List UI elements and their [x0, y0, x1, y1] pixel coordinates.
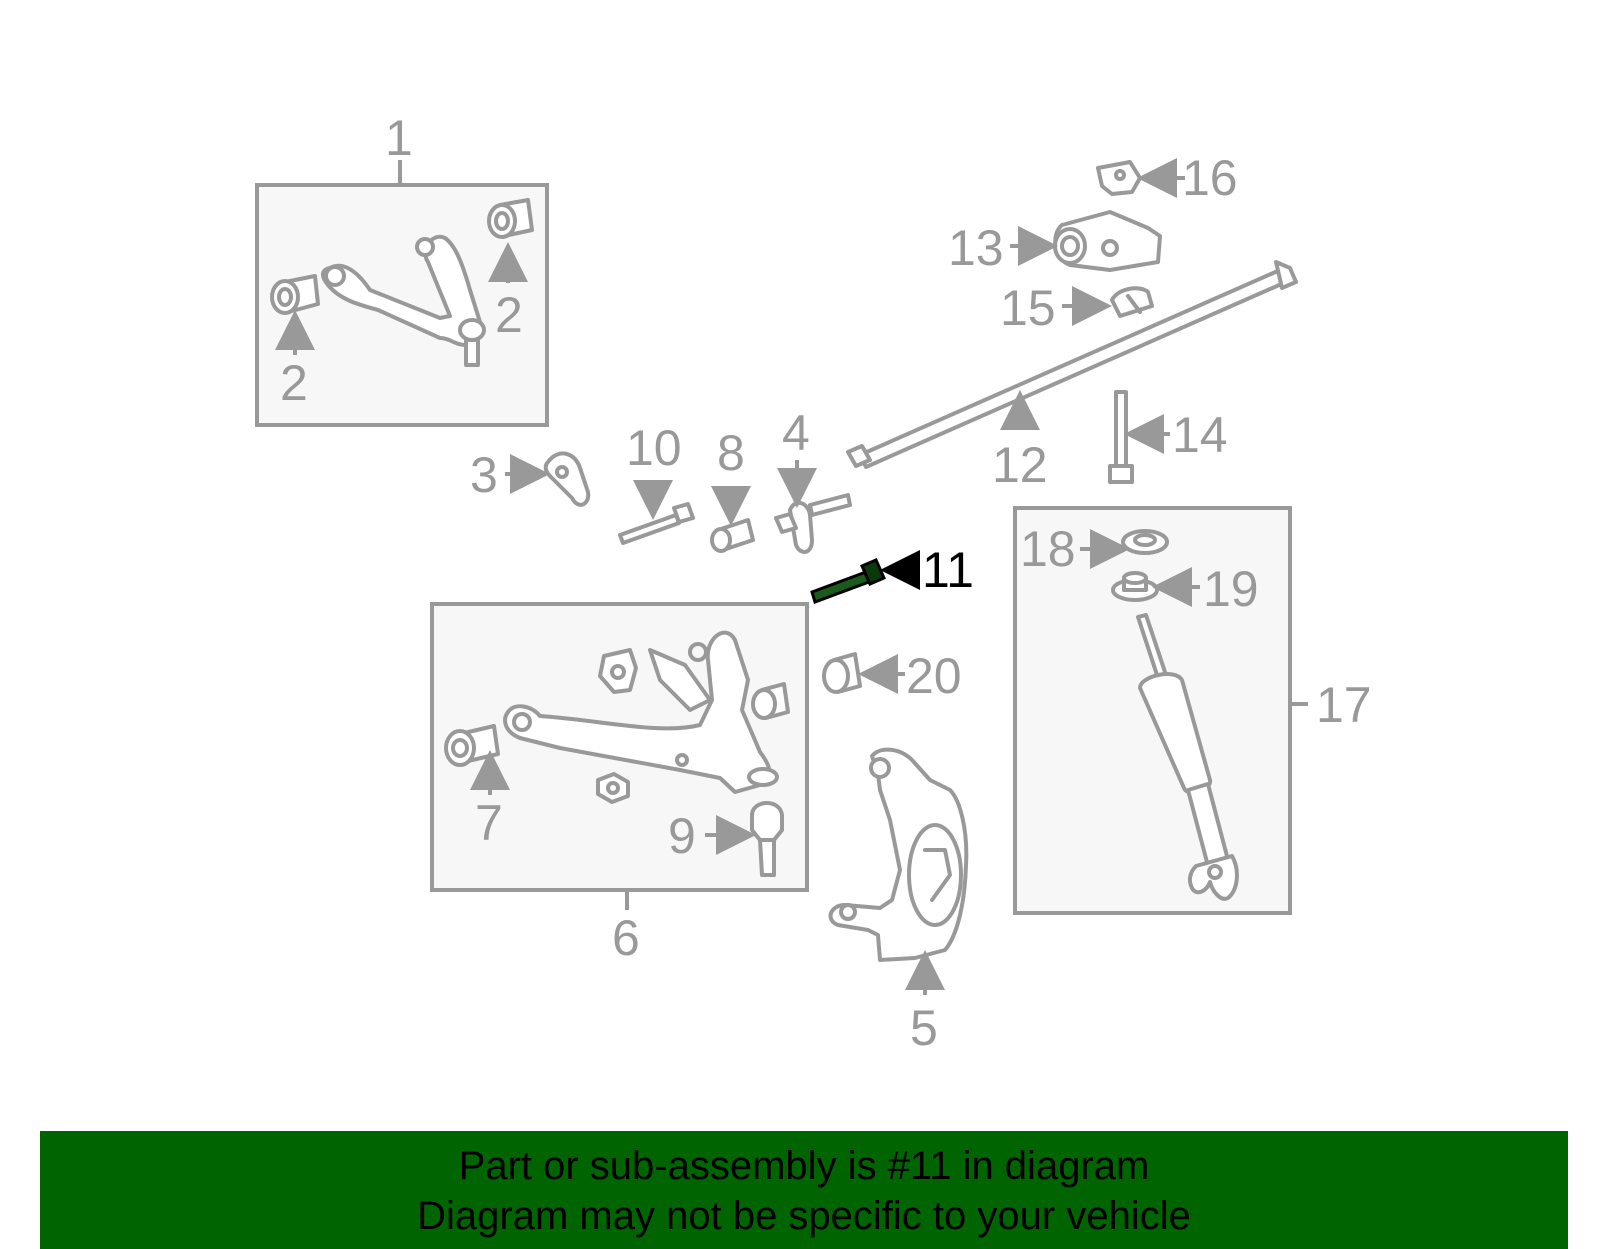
callout-8: 8 [717, 425, 745, 481]
callout-2-left: 2 [280, 355, 308, 411]
shock-absorber-part [1136, 613, 1239, 901]
bushing-right-part [487, 198, 534, 239]
callout-6: 6 [612, 910, 640, 966]
callout-16: 16 [1182, 150, 1238, 206]
shock-absorber-group [1013, 506, 1308, 915]
callout-11: 11 [922, 542, 974, 598]
bracket-13-part [1010, 210, 1162, 272]
callout-9: 9 [668, 808, 696, 864]
ball-joint-9-part [705, 801, 784, 877]
insulator-16-part [1096, 158, 1185, 198]
bushing-left-part [270, 274, 320, 315]
cam-plate-part [505, 451, 591, 507]
callout-20: 20 [906, 648, 962, 704]
callout-14: 14 [1172, 407, 1228, 463]
banner-line-2: Diagram may not be specific to your vehi… [417, 1194, 1191, 1238]
lower-control-arm-group [430, 602, 809, 910]
spacer-8-part [710, 486, 755, 553]
bolt-10-part [618, 480, 695, 545]
callout-4: 4 [782, 405, 810, 461]
info-banner: Part or sub-assembly is #11 in diagram D… [40, 1131, 1568, 1249]
callout-2-right: 2 [495, 287, 523, 343]
mount-18-part [1080, 529, 1169, 569]
insulator-15-part [1062, 286, 1154, 326]
upper-control-arm-part [321, 234, 486, 367]
banner-line-1: Part or sub-assembly is #11 in diagram [458, 1144, 1150, 1188]
bolt-14-part [1108, 390, 1170, 484]
callout-13: 13 [948, 220, 1004, 276]
rod-12-part [846, 260, 1298, 469]
lower-control-arm-part [503, 630, 779, 794]
callout-1: 1 [385, 110, 413, 166]
bolt-11-highlighted-part [810, 550, 920, 604]
callout-5: 5 [910, 1000, 938, 1056]
callout-15: 15 [1000, 280, 1056, 336]
callout-3: 3 [470, 447, 498, 503]
lower-bushing-right-part [751, 682, 790, 720]
callout-7: 7 [475, 795, 503, 851]
bushing-20-part [822, 652, 905, 694]
callout-17: 17 [1316, 677, 1372, 733]
mount-19-part [1111, 567, 1200, 607]
callout-18: 18 [1020, 521, 1076, 577]
bracket-inner-part [598, 648, 638, 694]
upper-control-arm-group [255, 160, 549, 427]
callout-19: 19 [1203, 561, 1259, 617]
nut-part [596, 772, 630, 804]
cam-bolt-4-part [774, 460, 852, 554]
steering-knuckle-5-part [828, 747, 969, 995]
callout-12: 12 [992, 437, 1048, 493]
callout-10: 10 [626, 420, 682, 476]
